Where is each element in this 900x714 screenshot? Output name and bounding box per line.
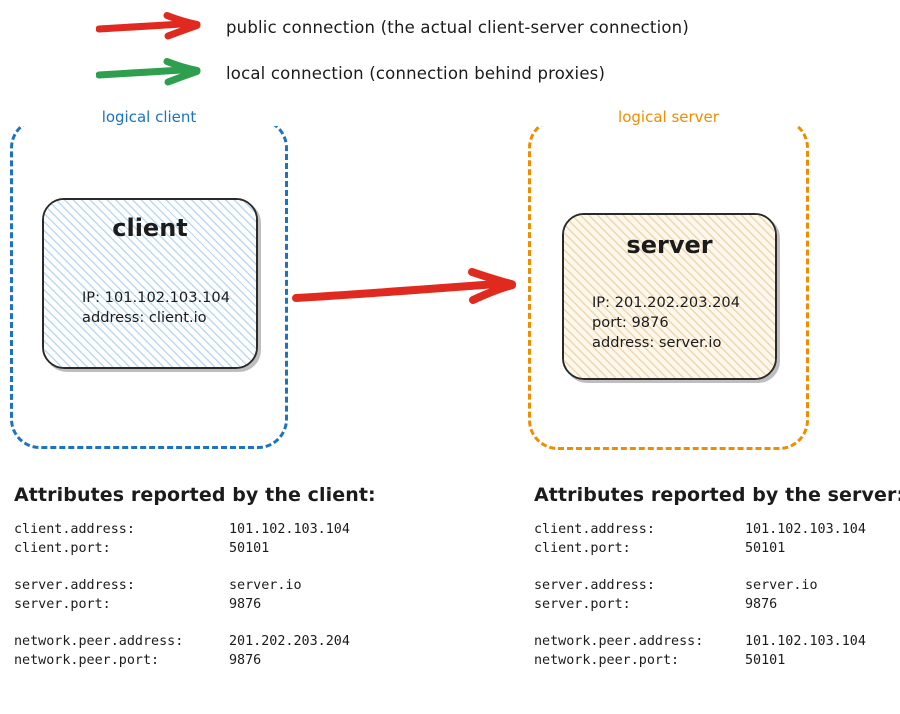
table-row: server.address: server.io	[534, 576, 866, 595]
table-row: network.peer.address: 101.102.103.104	[534, 632, 866, 651]
attr-value: 9876	[229, 653, 262, 668]
server-node-content: server IP: 201.202.203.204 port: 9876 ad…	[564, 215, 775, 378]
attr-value: 101.102.103.104	[745, 634, 866, 649]
legend-label-local: local connection (connection behind prox…	[226, 63, 606, 83]
client-node-details: IP: 101.102.103.104 address: client.io	[82, 288, 230, 328]
attr-key: server.address:	[14, 578, 135, 593]
table-row: client.address: 101.102.103.104	[14, 520, 350, 539]
server-attributes-block: Attributes reported by the server: clien…	[534, 484, 900, 670]
server-node[interactable]: server IP: 201.202.203.204 port: 9876 ad…	[562, 213, 777, 380]
table-row: server.port: 9876	[534, 595, 866, 614]
table-row: network.peer.port: 9876	[14, 651, 350, 670]
client-node-content: client IP: 101.102.103.104 address: clie…	[44, 200, 256, 367]
attr-value: 9876	[229, 597, 262, 612]
server-attributes-heading: Attributes reported by the server:	[534, 484, 900, 506]
client-node-title: client	[112, 214, 188, 242]
logical-server-title-text: logical server	[610, 108, 727, 126]
attr-key: network.peer.port:	[534, 653, 680, 668]
table-row: client.address: 101.102.103.104	[534, 520, 866, 539]
table-row: server.address: server.io	[14, 576, 350, 595]
table-row: client.port: 50101	[14, 539, 350, 558]
logical-server-title: logical server	[531, 108, 806, 126]
table-row-spacer	[534, 558, 866, 576]
arrow-right-icon	[96, 58, 201, 86]
attr-value: 50101	[745, 653, 786, 668]
public-connection-arrow	[292, 268, 516, 304]
attr-key: client.address:	[14, 522, 135, 537]
legend-item-public: public connection (the actual client-ser…	[96, 12, 689, 42]
table-row: client.port: 50101	[534, 539, 866, 558]
attr-key: server.port:	[534, 597, 631, 612]
table-row: network.peer.address: 201.202.203.204	[14, 632, 350, 651]
logical-client-title: logical client	[13, 108, 285, 126]
client-node[interactable]: client IP: 101.102.103.104 address: clie…	[42, 198, 258, 369]
attr-value: 101.102.103.104	[745, 522, 866, 537]
attr-key: client.port:	[534, 541, 631, 556]
table-row-spacer	[534, 614, 866, 632]
client-attributes-heading: Attributes reported by the client:	[14, 484, 376, 506]
attr-value: server.io	[745, 578, 818, 593]
client-attributes-block: Attributes reported by the client: clien…	[14, 484, 376, 670]
attr-key: client.address:	[534, 522, 655, 537]
logical-client-group: logical client	[10, 108, 288, 449]
arrow-right-icon	[96, 12, 201, 40]
server-node-detail-address: address: server.io	[592, 334, 722, 351]
attr-key: network.peer.address:	[14, 634, 184, 649]
attr-value: 9876	[745, 597, 778, 612]
server-node-fill	[564, 215, 775, 378]
attr-value: 101.102.103.104	[229, 522, 350, 537]
attr-key: server.address:	[534, 578, 655, 593]
table-row-spacer	[14, 614, 350, 632]
attr-value: 201.202.203.204	[229, 634, 350, 649]
server-node-detail-port: port: 9876	[592, 314, 669, 331]
client-node-detail-ip: IP: 101.102.103.104	[82, 289, 230, 306]
client-node-fill	[44, 200, 256, 367]
attr-key: network.peer.address:	[534, 634, 704, 649]
table-row-spacer	[14, 558, 350, 576]
table-row: network.peer.port: 50101	[534, 651, 866, 670]
server-node-title: server	[626, 231, 713, 259]
legend-label-public: public connection (the actual client-ser…	[226, 17, 689, 37]
attr-value: server.io	[229, 578, 302, 593]
legend-item-local: local connection (connection behind prox…	[96, 58, 605, 88]
table-row: server.port: 9876	[14, 595, 350, 614]
logical-server-group: logical server	[528, 108, 809, 450]
attr-key: client.port:	[14, 541, 111, 556]
attr-key: network.peer.port:	[14, 653, 160, 668]
client-node-detail-address: address: client.io	[82, 309, 207, 326]
attr-key: server.port:	[14, 597, 111, 612]
attr-value: 50101	[229, 541, 270, 556]
server-node-detail-ip: IP: 201.202.203.204	[592, 294, 740, 311]
server-node-details: IP: 201.202.203.204 port: 9876 address: …	[592, 293, 740, 353]
logical-client-title-text: logical client	[93, 108, 205, 126]
attr-value: 50101	[745, 541, 786, 556]
client-attributes-table: client.address: 101.102.103.104 client.p…	[14, 520, 350, 670]
server-attributes-table: client.address: 101.102.103.104 client.p…	[534, 520, 866, 670]
